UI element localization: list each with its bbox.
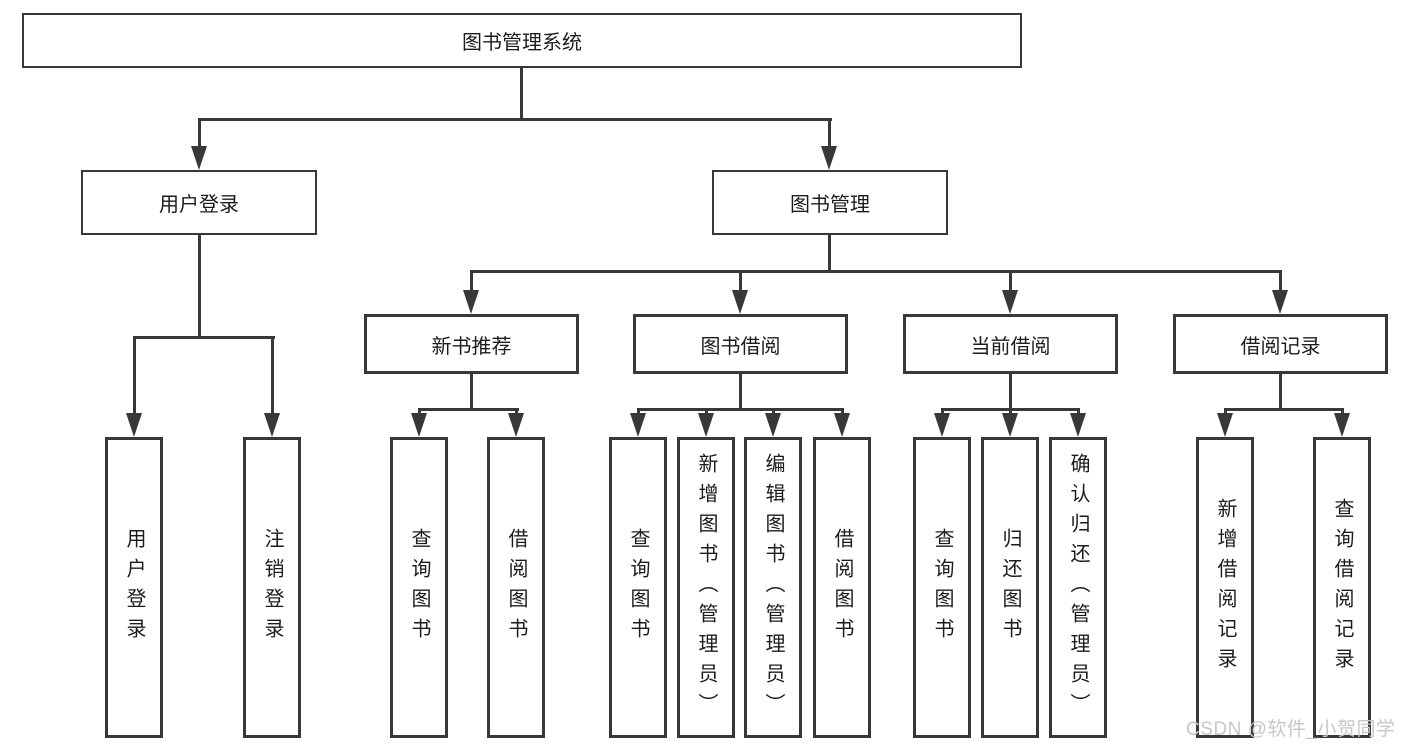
arrow-down-icon [1272, 290, 1288, 314]
node-label: 查询借阅记录 [1331, 497, 1353, 678]
connector-line [1224, 408, 1344, 411]
arrow-down-icon [732, 290, 748, 314]
node-label: 注销登录 [261, 527, 283, 648]
arrow-down-icon [821, 146, 837, 170]
node-label: 新书推荐 [431, 335, 512, 358]
node-label: 当前借阅 [970, 335, 1051, 358]
node-leaf-query-book-current: 查询图书 [913, 437, 971, 738]
node-label: 确认归还（管理员） [1067, 452, 1089, 723]
connector-line [1009, 270, 1012, 294]
connector-line [1279, 374, 1282, 410]
node-new-book-recommend: 新书推荐 [364, 314, 579, 374]
arrow-down-icon [834, 413, 850, 437]
node-leaf-query-borrow-record: 查询借阅记录 [1313, 437, 1371, 738]
connector-line [1009, 374, 1012, 410]
connector-line [133, 336, 275, 339]
node-label: 借阅记录 [1240, 335, 1321, 358]
arrow-down-icon [126, 413, 142, 437]
node-root-library-system: 图书管理系统 [22, 13, 1022, 68]
connector-line [198, 118, 832, 121]
connector-line [198, 235, 201, 339]
node-label: 借阅图书 [831, 527, 853, 648]
node-user-login: 用户登录 [81, 170, 317, 235]
node-current-borrow: 当前借阅 [903, 314, 1118, 374]
arrow-down-icon [698, 413, 714, 437]
node-label: 用户登录 [123, 527, 145, 648]
arrow-down-icon [1070, 413, 1086, 437]
connector-line [739, 270, 742, 294]
node-leaf-add-book-admin: 新增图书（管理员） [677, 437, 735, 738]
node-label: 归还图书 [999, 527, 1021, 648]
connector-line [470, 374, 473, 410]
connector-line [739, 374, 742, 410]
node-leaf-borrow-book-recommend: 借阅图书 [487, 437, 545, 738]
arrow-down-icon [411, 413, 427, 437]
node-leaf-add-borrow-record: 新增借阅记录 [1196, 437, 1254, 738]
node-leaf-query-book-borrow: 查询图书 [609, 437, 667, 738]
arrow-down-icon [508, 413, 524, 437]
connector-line [828, 235, 831, 273]
arrow-down-icon [1002, 413, 1018, 437]
csdn-watermark: CSDN @软件_小贺同学 [1186, 719, 1396, 740]
arrow-down-icon [1217, 413, 1233, 437]
node-label: 借阅图书 [505, 527, 527, 648]
connector-line [133, 336, 136, 416]
arrow-down-icon [934, 413, 950, 437]
node-leaf-logout: 注销登录 [243, 437, 301, 738]
node-borrow-records: 借阅记录 [1173, 314, 1388, 374]
arrow-down-icon [765, 413, 781, 437]
connector-line [828, 118, 831, 152]
node-label: 查询图书 [408, 527, 430, 648]
node-leaf-return-book: 归还图书 [981, 437, 1039, 738]
node-label: 查询图书 [931, 527, 953, 648]
connector-line [520, 68, 523, 121]
arrow-down-icon [630, 413, 646, 437]
arrow-down-icon [264, 413, 280, 437]
connector-line [1279, 270, 1282, 294]
node-label: 查询图书 [627, 527, 649, 648]
node-label: 图书管理系统 [462, 32, 582, 54]
connector-line [470, 270, 1282, 273]
node-leaf-query-book-recommend: 查询图书 [390, 437, 448, 738]
node-label: 图书借阅 [700, 335, 781, 358]
node-book-borrow: 图书借阅 [633, 314, 848, 374]
connector-line [198, 118, 201, 152]
node-label: 新增借阅记录 [1214, 497, 1236, 678]
arrow-down-icon [463, 290, 479, 314]
node-label: 编辑图书（管理员） [762, 452, 784, 723]
connector-line [271, 336, 274, 416]
node-label: 用户登录 [159, 194, 239, 216]
arrow-down-icon [1002, 290, 1018, 314]
node-leaf-confirm-return-admin: 确认归还（管理员） [1049, 437, 1107, 738]
arrow-down-icon [1334, 413, 1350, 437]
node-book-management: 图书管理 [712, 170, 948, 235]
arrow-down-icon [191, 146, 207, 170]
node-leaf-edit-book-admin: 编辑图书（管理员） [744, 437, 802, 738]
node-leaf-borrow-book: 借阅图书 [813, 437, 871, 738]
node-leaf-user-login: 用户登录 [105, 437, 163, 738]
connector-line [470, 270, 473, 294]
connector-line [418, 408, 519, 411]
node-label: 图书管理 [790, 194, 870, 216]
node-label: 新增图书（管理员） [695, 452, 717, 723]
connector-line [637, 408, 844, 411]
